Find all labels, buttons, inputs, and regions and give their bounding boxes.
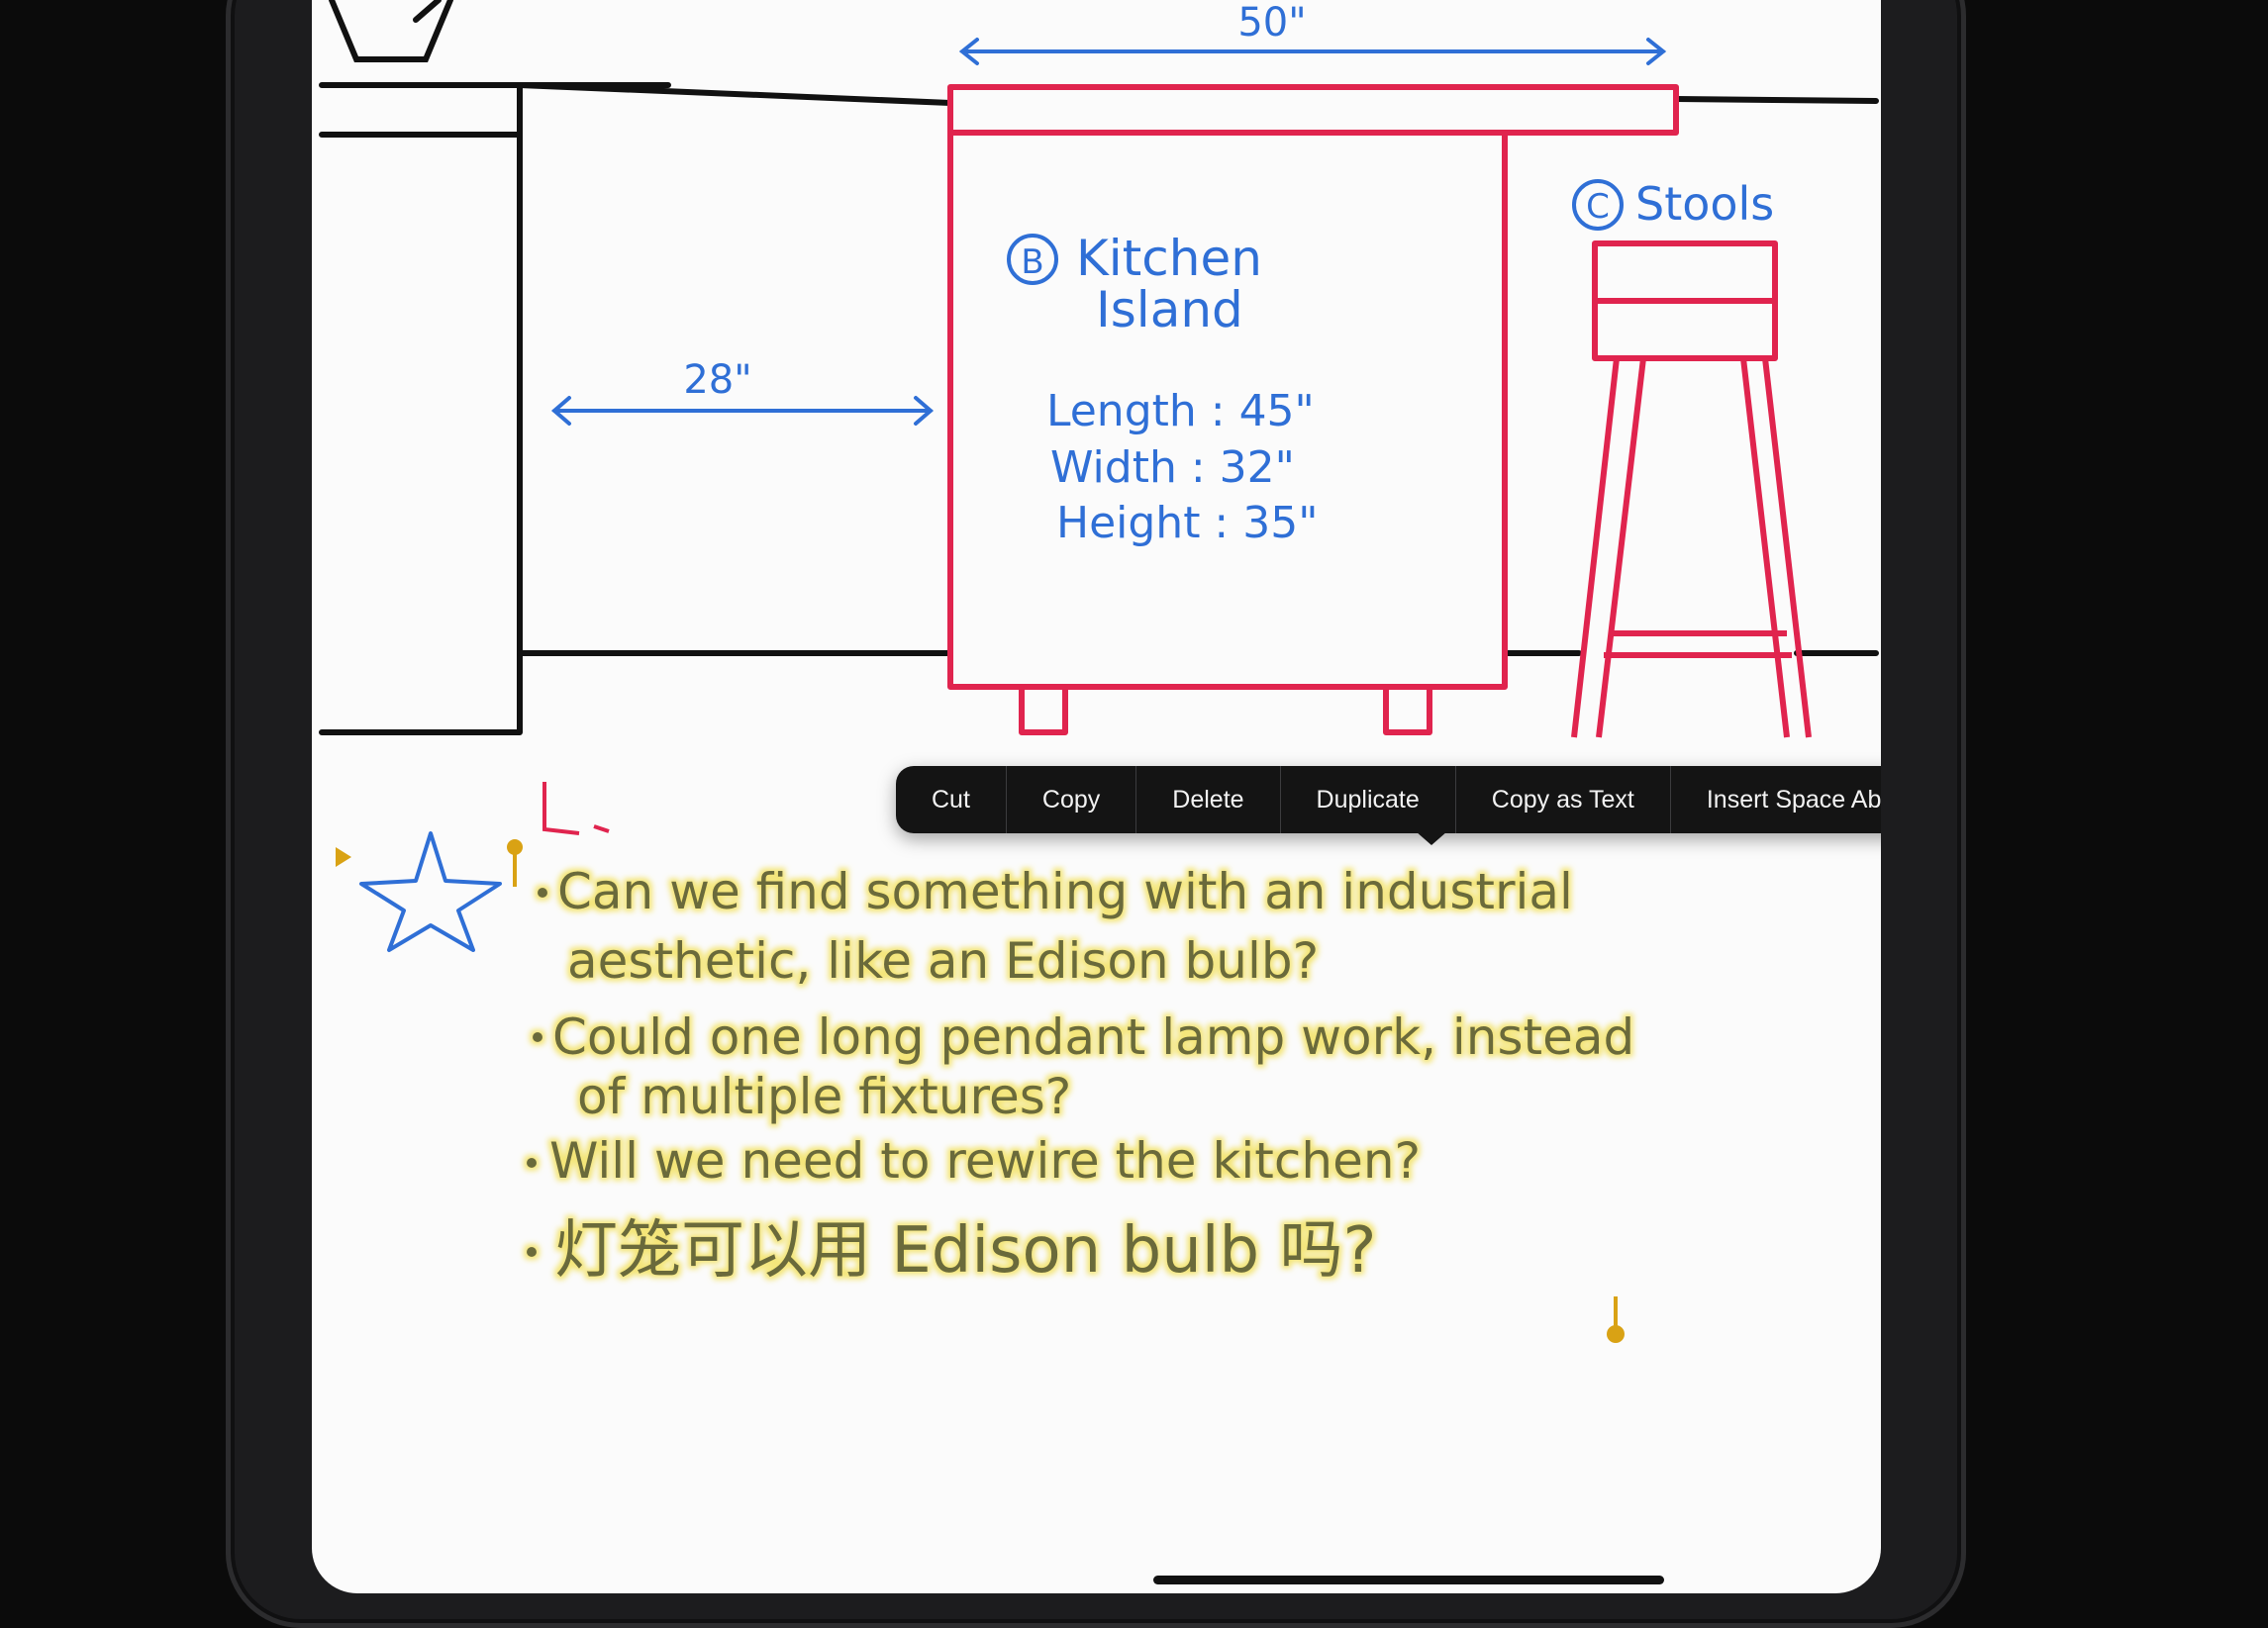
note-bullet-1-line-2: aesthetic, like an Edison bulb? [567,932,1319,990]
island-width: Width : 32" [1050,442,1295,493]
menu-cut[interactable]: Cut [896,766,1007,833]
island-marker-letter: B [1021,242,1043,282]
vase-sketch [329,0,453,62]
star-doodle-icon [359,831,502,952]
hidden-heading-stroke [542,782,610,835]
left-cabinet [319,82,523,735]
stools-marker-circle [1572,179,1624,231]
island-body [947,130,1508,690]
stools-title: Stools [1635,177,1774,231]
note-bullet-3: Will we need to rewire the kitchen? [549,1132,1421,1190]
left-dimension-arrow [550,396,935,426]
edit-context-menu: Cut Copy Delete Duplicate Copy as Text I… [896,766,1881,833]
island-leg-left [1019,684,1068,735]
note-bullet-2-line-2: of multiple fixtures? [577,1068,1071,1125]
menu-copy-as-text[interactable]: Copy as Text [1456,766,1671,833]
menu-duplicate[interactable]: Duplicate [1281,766,1456,833]
island-height: Height : 35" [1056,498,1318,548]
selection-handles[interactable] [336,839,1625,1343]
start-handle-stem [513,847,517,887]
stool-sketch [1571,240,1812,738]
home-indicator[interactable] [1153,1576,1664,1584]
island-title-line-2: Island [1096,281,1243,338]
bullet-dot-3 [527,1158,537,1168]
kitchen-island-sketch [947,84,1679,735]
counter-lines [319,0,1879,735]
counter-top-line [319,82,1879,106]
sketch-layer: 50" 28" B Kitchen Island Length : 45" Wi… [319,0,1879,1343]
island-leg-right [1383,684,1432,735]
dim-top-label: 50" [1237,0,1306,46]
top-dimension-arrow [958,38,1667,65]
end-handle-knob-icon [1607,1325,1625,1343]
note-bullet-1-line-1: Can we find something with an industrial [557,863,1573,920]
menu-copy[interactable]: Copy [1007,766,1137,833]
note-bullet-4: 灯笼可以用 Edison bulb 吗? [554,1214,1377,1288]
menu-insert-space-above[interactable]: Insert Space Above [1706,785,1881,814]
notes-canvas[interactable]: 50" 28" B Kitchen Island Length : 45" Wi… [312,0,1881,1593]
bullet-dot-4 [527,1247,537,1257]
island-top [947,84,1679,136]
stools-marker-letter: C [1586,187,1610,227]
bullet-dot-2 [533,1032,542,1042]
island-length: Length : 45" [1046,386,1315,436]
stool-leg-left [1571,357,1646,738]
selected-notes[interactable]: Can we find something with an industrial… [527,863,1634,1288]
bullet-dot-1 [538,888,547,898]
island-title-line-1: Kitchen [1076,230,1262,287]
end-handle-stem [1614,1296,1618,1334]
dimension-arrows [550,38,1667,426]
dim-left-label: 28" [683,357,751,403]
island-labels: 50" 28" B Kitchen Island Length : 45" Wi… [683,0,1774,548]
context-menu-pointer [1416,831,1447,845]
island-marker-circle [1007,234,1058,285]
stool-leg-right [1740,357,1812,738]
menu-delete[interactable]: Delete [1136,766,1281,833]
stool-rungs [1604,630,1792,658]
note-bullet-2-line-1: Could one long pendant lamp work, instea… [552,1008,1634,1066]
left-edge-handle-icon [336,847,351,867]
